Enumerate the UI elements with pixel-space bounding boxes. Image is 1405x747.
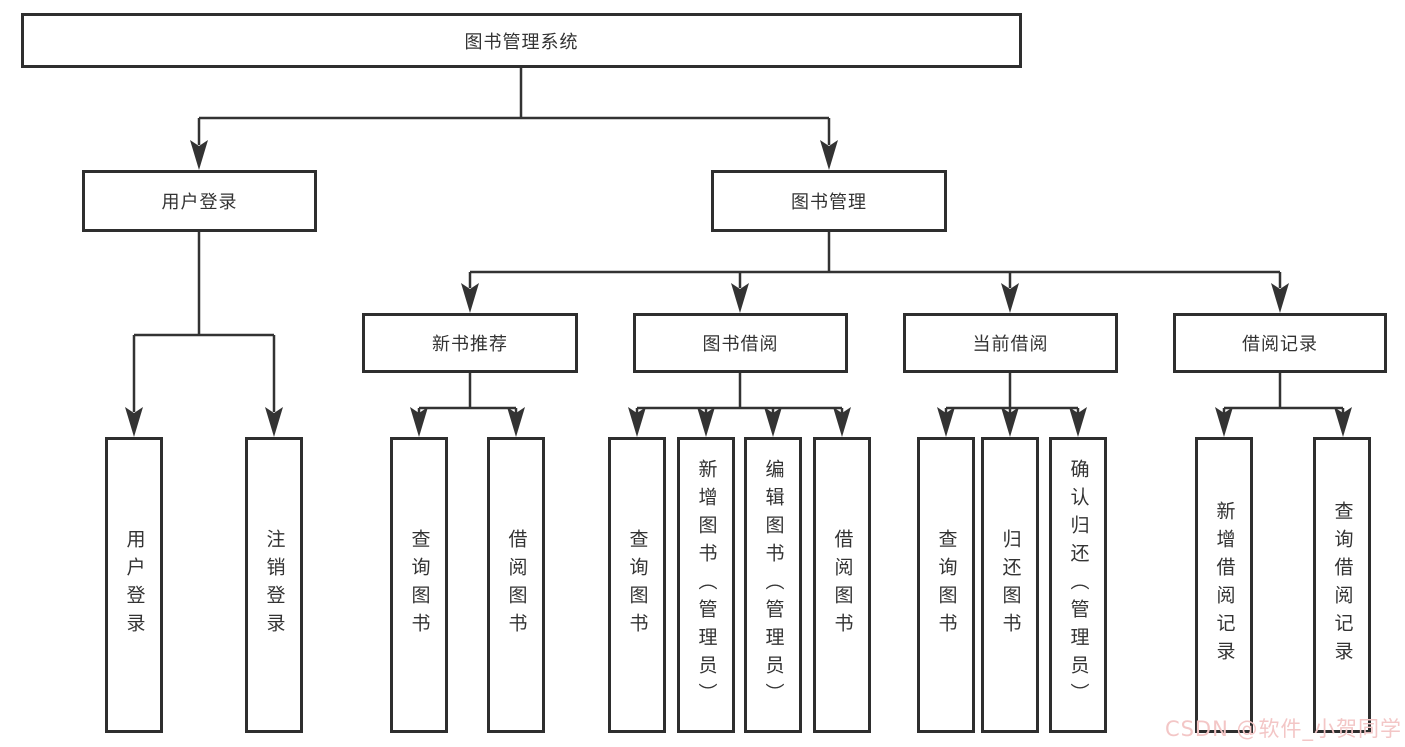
- leaf-label: 归还图书: [999, 529, 1022, 641]
- leaf-label: 借阅图书: [831, 529, 854, 641]
- leaf-user-login: 用户登录: [105, 437, 163, 733]
- node-label: 图书借阅: [702, 334, 779, 355]
- leaf-label: 查询图书: [935, 529, 958, 641]
- node-book-management: 图书管理: [711, 170, 947, 232]
- node-label: 图书管理系统: [464, 31, 579, 53]
- leaf-borrow-query-books: 查询图书: [608, 437, 666, 733]
- leaf-label: 用户登录: [123, 529, 146, 641]
- csdn-watermark: CSDN @软件_小贺同学: [1164, 717, 1402, 741]
- node-label: 用户登录: [161, 192, 238, 213]
- leaf-label: 确认归还（管理员）: [1067, 459, 1090, 711]
- node-user-login: 用户登录: [82, 170, 317, 232]
- node-new-book-recommend: 新书推荐: [362, 313, 578, 373]
- node-book-borrow: 图书借阅: [633, 313, 848, 373]
- leaf-label: 注销登录: [263, 529, 286, 641]
- leaf-current-return-books: 归还图书: [981, 437, 1039, 733]
- leaf-label: 编辑图书（管理员）: [762, 459, 785, 711]
- leaf-borrow-borrow-books: 借阅图书: [813, 437, 871, 733]
- leaf-label: 查询借阅记录: [1331, 501, 1354, 669]
- arrowhead-icons: [125, 140, 1352, 437]
- leaf-label: 借阅图书: [505, 529, 528, 641]
- leaf-borrow-add-books-admin: 新增图书（管理员）: [677, 437, 735, 733]
- node-label: 图书管理: [791, 192, 867, 213]
- leaf-logout-login: 注销登录: [245, 437, 303, 733]
- node-label: 当前借阅: [972, 334, 1049, 355]
- node-library-system: 图书管理系统: [21, 13, 1022, 68]
- leaf-label: 查询图书: [408, 529, 431, 641]
- leaf-record-add-borrow-record: 新增借阅记录: [1195, 437, 1253, 733]
- node-label: 借阅记录: [1242, 334, 1318, 355]
- leaf-current-query-books: 查询图书: [917, 437, 975, 733]
- leaf-label: 查询图书: [626, 529, 649, 641]
- leaf-label: 新增图书（管理员）: [695, 459, 718, 711]
- leaf-borrow-edit-books-admin: 编辑图书（管理员）: [744, 437, 802, 733]
- leaf-current-confirm-return-admin: 确认归还（管理员）: [1049, 437, 1107, 733]
- node-borrow-record: 借阅记录: [1173, 313, 1387, 373]
- leaf-newrec-borrow-books: 借阅图书: [487, 437, 545, 733]
- node-label: 新书推荐: [432, 334, 508, 355]
- leaf-record-query-borrow-record: 查询借阅记录: [1313, 437, 1371, 733]
- leaf-newrec-query-books: 查询图书: [390, 437, 448, 733]
- leaf-label: 新增借阅记录: [1213, 501, 1236, 669]
- node-current-borrow: 当前借阅: [903, 313, 1118, 373]
